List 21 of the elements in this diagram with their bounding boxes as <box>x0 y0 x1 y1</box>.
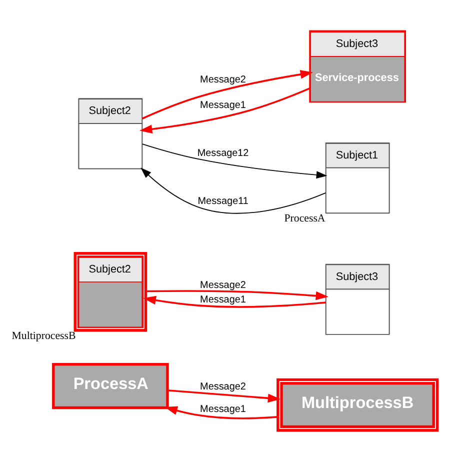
node-box: ProcessA <box>52 362 169 410</box>
arrow <box>164 406 278 420</box>
arrow <box>146 290 329 300</box>
edge-label: Message2 <box>200 381 246 392</box>
node-box: MultiprocessB <box>276 378 439 432</box>
edge-label: Message1 <box>200 100 246 111</box>
arrow <box>168 389 281 403</box>
arrow <box>143 296 326 308</box>
edge-label: Message12 <box>197 148 249 159</box>
arrow <box>139 87 311 134</box>
edge-label: Message1 <box>200 294 246 306</box>
node-label: MultiprocessB <box>12 330 76 342</box>
edge-label: Message2 <box>200 280 246 292</box>
arrow <box>142 144 328 179</box>
arrow <box>140 168 326 214</box>
edge-label: Message2 <box>200 74 246 86</box>
node-box: Subject2 <box>74 252 148 332</box>
node-label: ProcessA <box>284 212 326 224</box>
arrow <box>142 70 314 120</box>
edge-label: Message11 <box>198 196 248 207</box>
edge-label: Message1 <box>200 404 246 416</box>
